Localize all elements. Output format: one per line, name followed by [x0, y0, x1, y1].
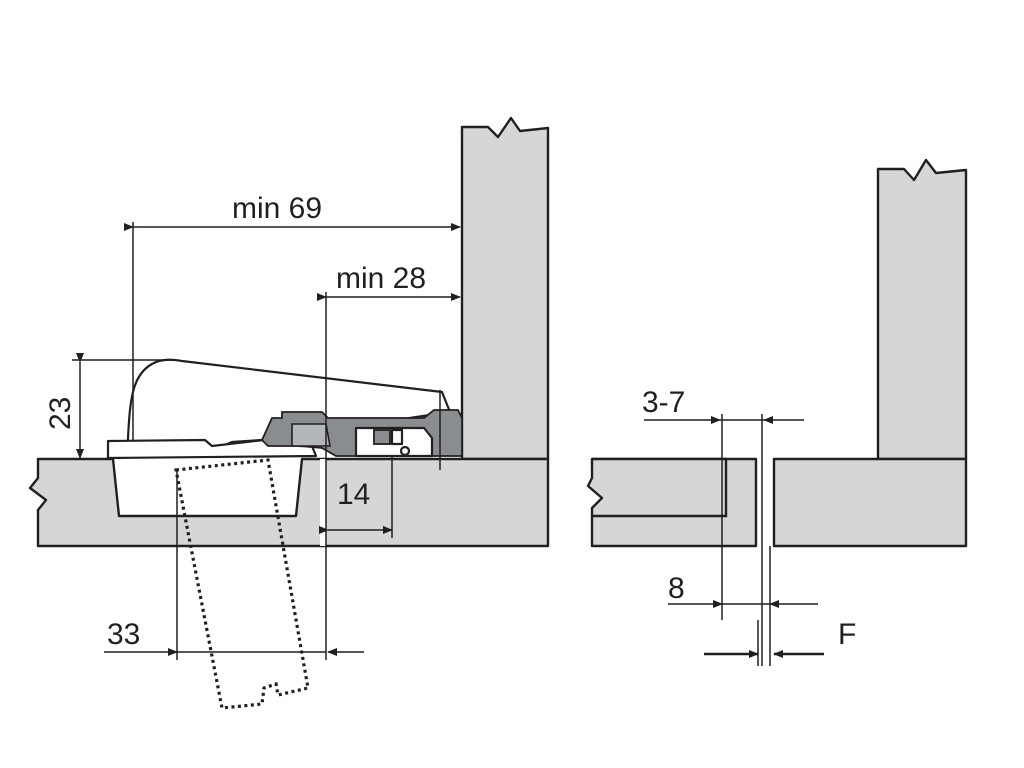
min69-label: min 69 [232, 192, 322, 225]
mounting-plate-inner [291, 423, 331, 447]
h23-label: 23 [44, 397, 77, 430]
right-view: 3-7 8 F [586, 158, 968, 666]
screw-icon [373, 428, 411, 457]
gap-label: 3-7 [642, 386, 685, 419]
min28-label: min 28 [336, 262, 426, 295]
door-bottom-right [772, 457, 968, 548]
cabinet-panel-right-cut [592, 459, 728, 518]
cabinet-panel-left [28, 457, 550, 548]
overlap-label: 8 [668, 572, 685, 605]
hinge-arm [126, 358, 452, 454]
cabinet-panel-right-top [586, 457, 758, 548]
door-panel-left [460, 116, 550, 461]
f-label: F [838, 618, 856, 651]
d14-label: 14 [337, 478, 370, 511]
left-view: min 69 min 28 23 14 33 [28, 116, 550, 710]
drill-hole-dotted [174, 458, 310, 710]
door-panel-right [876, 158, 968, 461]
bore-notch [320, 459, 326, 546]
d33-label: 33 [107, 618, 140, 651]
